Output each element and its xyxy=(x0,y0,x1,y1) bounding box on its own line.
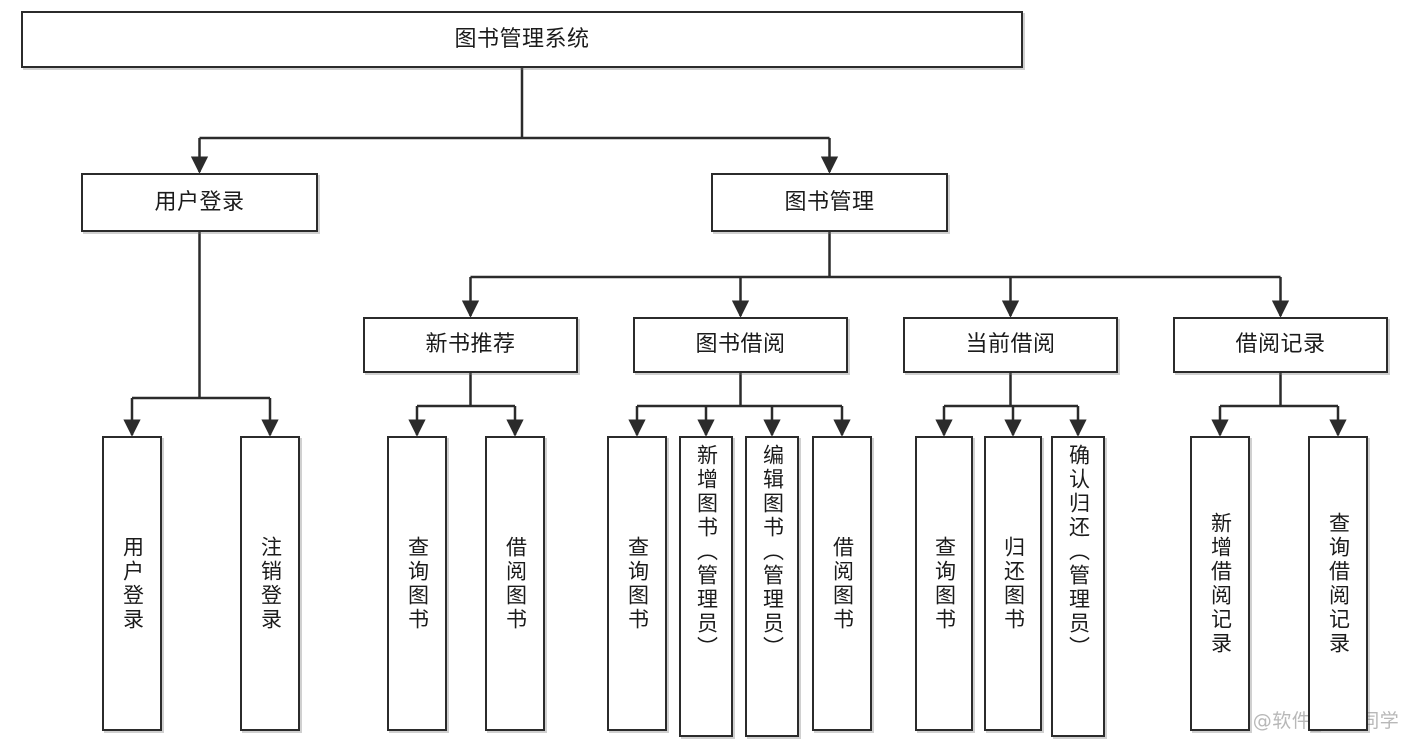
node-current[interactable]: 当前借阅 xyxy=(903,317,1118,373)
node-label: 注销登录 xyxy=(258,535,283,632)
node-borrow[interactable]: 图书借阅 xyxy=(633,317,848,373)
node-leaf-cur-3[interactable]: 确认归还（管理员） xyxy=(1051,436,1105,737)
node-leaf-login-1[interactable]: 用户登录 xyxy=(102,436,162,731)
node-label: 查询图书 xyxy=(932,535,957,632)
node-bookmgmt[interactable]: 图书管理 xyxy=(711,173,948,232)
node-label: 归还图书 xyxy=(1001,535,1026,632)
node-label: 新书推荐 xyxy=(425,332,516,358)
node-label: 用户登录 xyxy=(154,189,245,215)
node-label: 图书管理系统 xyxy=(454,26,590,52)
node-label: 查询图书 xyxy=(405,535,430,632)
node-newbook[interactable]: 新书推荐 xyxy=(363,317,578,373)
node-leaf-new-1[interactable]: 查询图书 xyxy=(387,436,447,731)
node-label: 查询图书 xyxy=(625,535,650,632)
node-leaf-borrow-1[interactable]: 查询图书 xyxy=(607,436,667,731)
node-label: 查询借阅记录 xyxy=(1326,511,1351,656)
node-label: 借阅记录 xyxy=(1235,332,1326,358)
node-leaf-rec-1[interactable]: 新增借阅记录 xyxy=(1190,436,1250,731)
node-leaf-borrow-3[interactable]: 编辑图书（管理员） xyxy=(745,436,799,737)
node-label: 编辑图书（管理员） xyxy=(760,444,785,660)
node-leaf-login-2[interactable]: 注销登录 xyxy=(240,436,300,731)
node-label: 用户登录 xyxy=(120,535,145,632)
node-leaf-cur-1[interactable]: 查询图书 xyxy=(915,436,973,731)
node-label: 新增图书（管理员） xyxy=(694,444,719,660)
node-leaf-rec-2[interactable]: 查询借阅记录 xyxy=(1308,436,1368,731)
node-label: 当前借阅 xyxy=(965,332,1056,358)
node-leaf-borrow-4[interactable]: 借阅图书 xyxy=(812,436,872,731)
node-leaf-borrow-2[interactable]: 新增图书（管理员） xyxy=(679,436,733,737)
node-record[interactable]: 借阅记录 xyxy=(1173,317,1388,373)
node-label: 图书借阅 xyxy=(695,332,786,358)
node-label: 图书管理 xyxy=(784,189,875,215)
node-label: 借阅图书 xyxy=(503,535,528,632)
node-label: 借阅图书 xyxy=(830,535,855,632)
node-label: 确认归还（管理员） xyxy=(1066,444,1091,660)
node-label: 新增借阅记录 xyxy=(1208,511,1233,656)
node-sys[interactable]: 图书管理系统 xyxy=(21,11,1023,68)
node-leaf-cur-2[interactable]: 归还图书 xyxy=(984,436,1042,731)
node-login[interactable]: 用户登录 xyxy=(81,173,318,232)
node-leaf-new-2[interactable]: 借阅图书 xyxy=(485,436,545,731)
